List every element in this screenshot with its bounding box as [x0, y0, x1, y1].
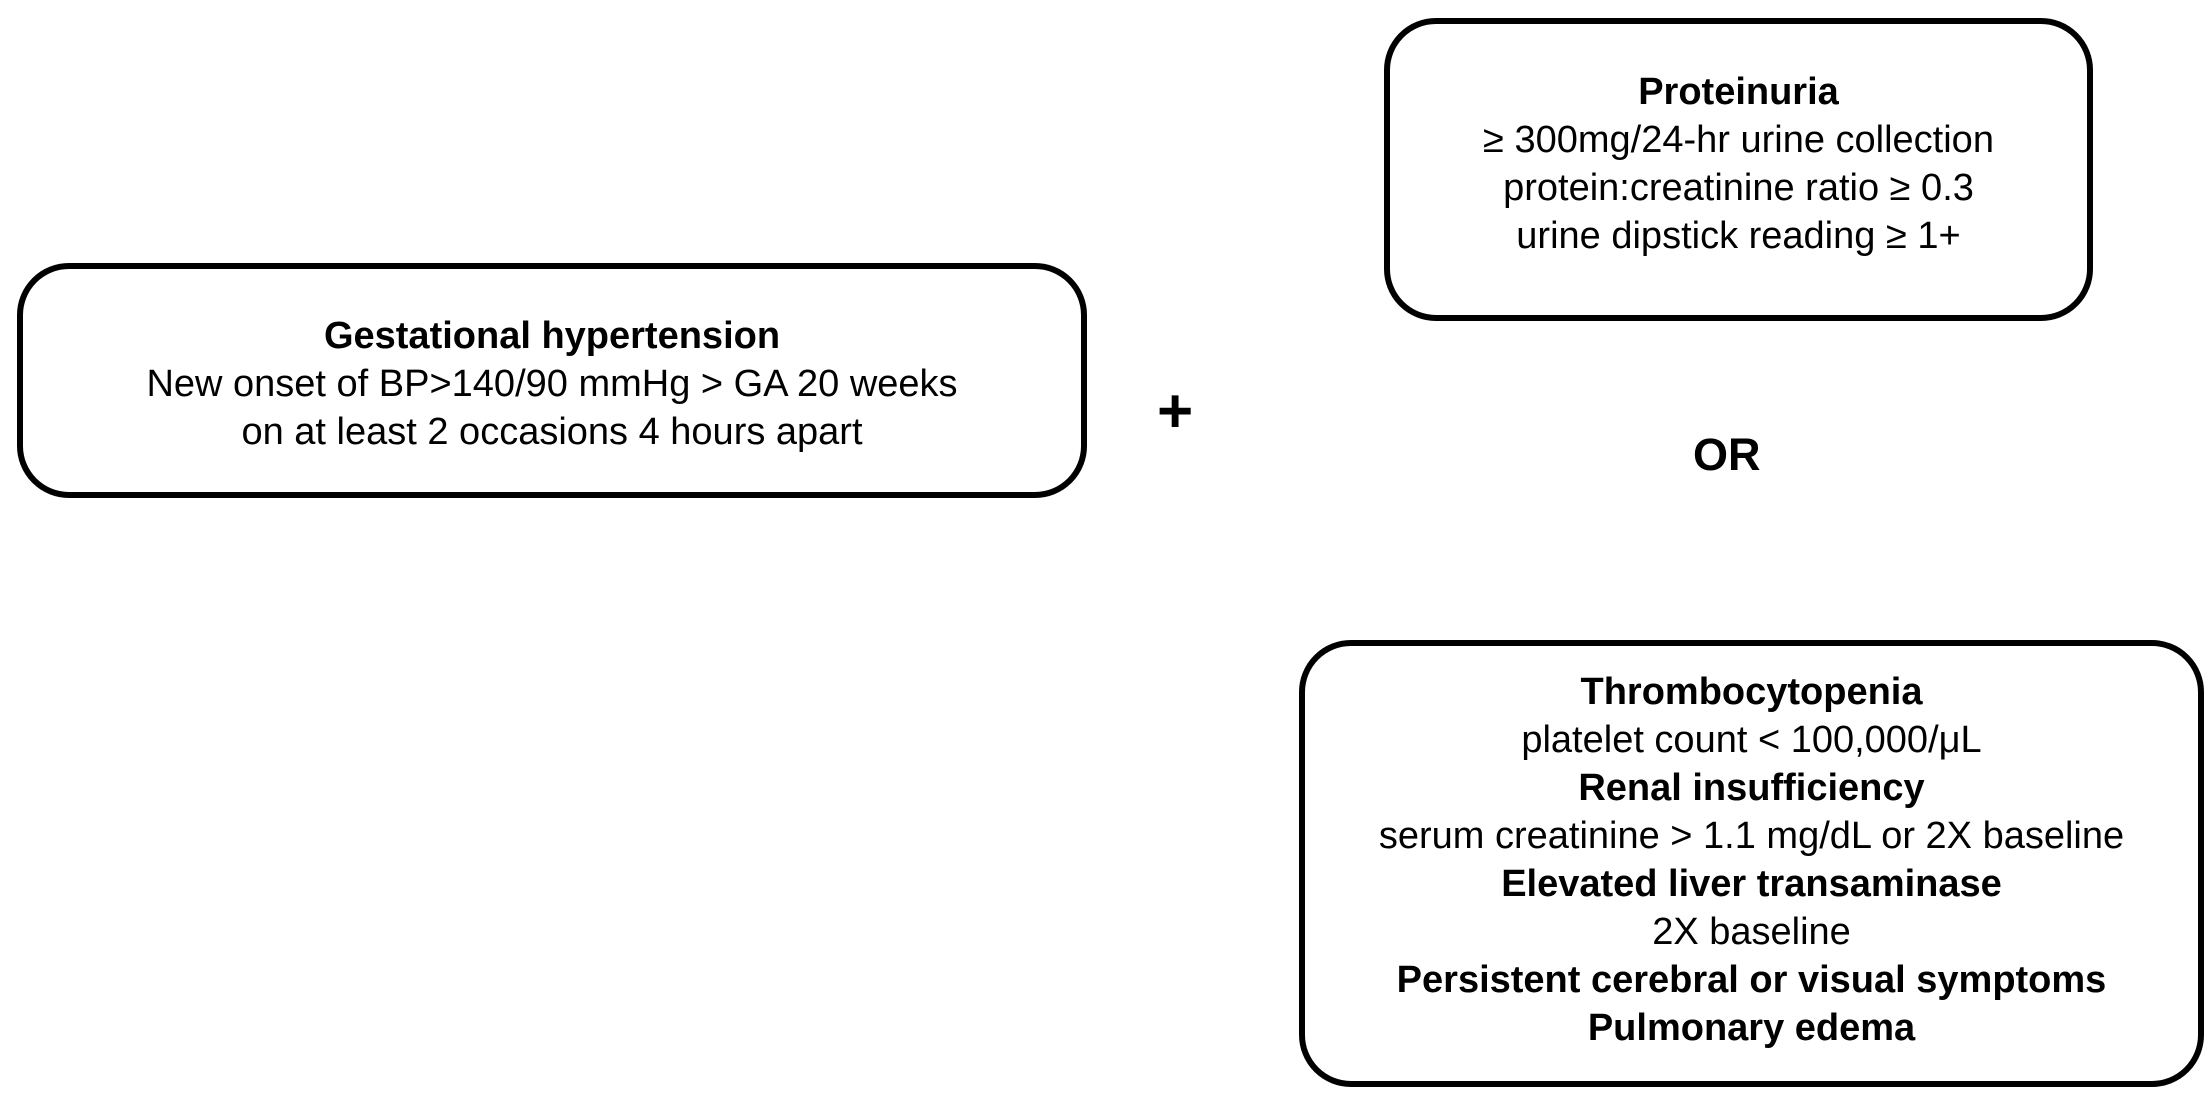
renal-insufficiency-detail: serum creatinine > 1.1 mg/dL or 2X basel… [1378, 814, 2125, 857]
cerebral-visual-symptoms-title: Persistent cerebral or visual symptoms [1396, 958, 2107, 1001]
proteinuria-criteria-line: protein:creatinine ratio ≥ 0.3 [1503, 167, 1974, 209]
gestational-hypertension-criteria-line: New onset of BP>140/90 mmHg > GA 20 week… [146, 362, 958, 405]
plus-connector: + [1157, 377, 1194, 446]
elevated-liver-transaminase-detail: 2X baseline [1652, 910, 1851, 953]
gestational-hypertension-box: Gestational hypertension New onset of BP… [17, 263, 1087, 498]
proteinuria-criteria-line: ≥ 300mg/24-hr urine collection [1483, 119, 1994, 161]
or-connector: OR [1693, 429, 1761, 480]
pulmonary-edema-title: Pulmonary edema [1587, 1006, 1916, 1049]
renal-insufficiency-title: Renal insufficiency [1578, 766, 1925, 809]
proteinuria-title: Proteinuria [1638, 71, 1839, 113]
proteinuria-criteria-line: urine dipstick reading ≥ 1+ [1516, 215, 1961, 257]
elevated-liver-transaminase-title: Elevated liver transaminase [1501, 862, 2002, 905]
thrombocytopenia-title: Thrombocytopenia [1580, 670, 1923, 713]
gestational-hypertension-criteria-line: on at least 2 occasions 4 hours apart [241, 410, 863, 453]
proteinuria-box: Proteinuria ≥ 300mg/24-hr urine collecti… [1384, 18, 2093, 321]
gestational-hypertension-title: Gestational hypertension [323, 314, 781, 357]
severe-features-box: Thrombocytopenia platelet count < 100,00… [1299, 640, 2204, 1087]
thrombocytopenia-detail: platelet count < 100,000/μL [1521, 718, 1982, 761]
